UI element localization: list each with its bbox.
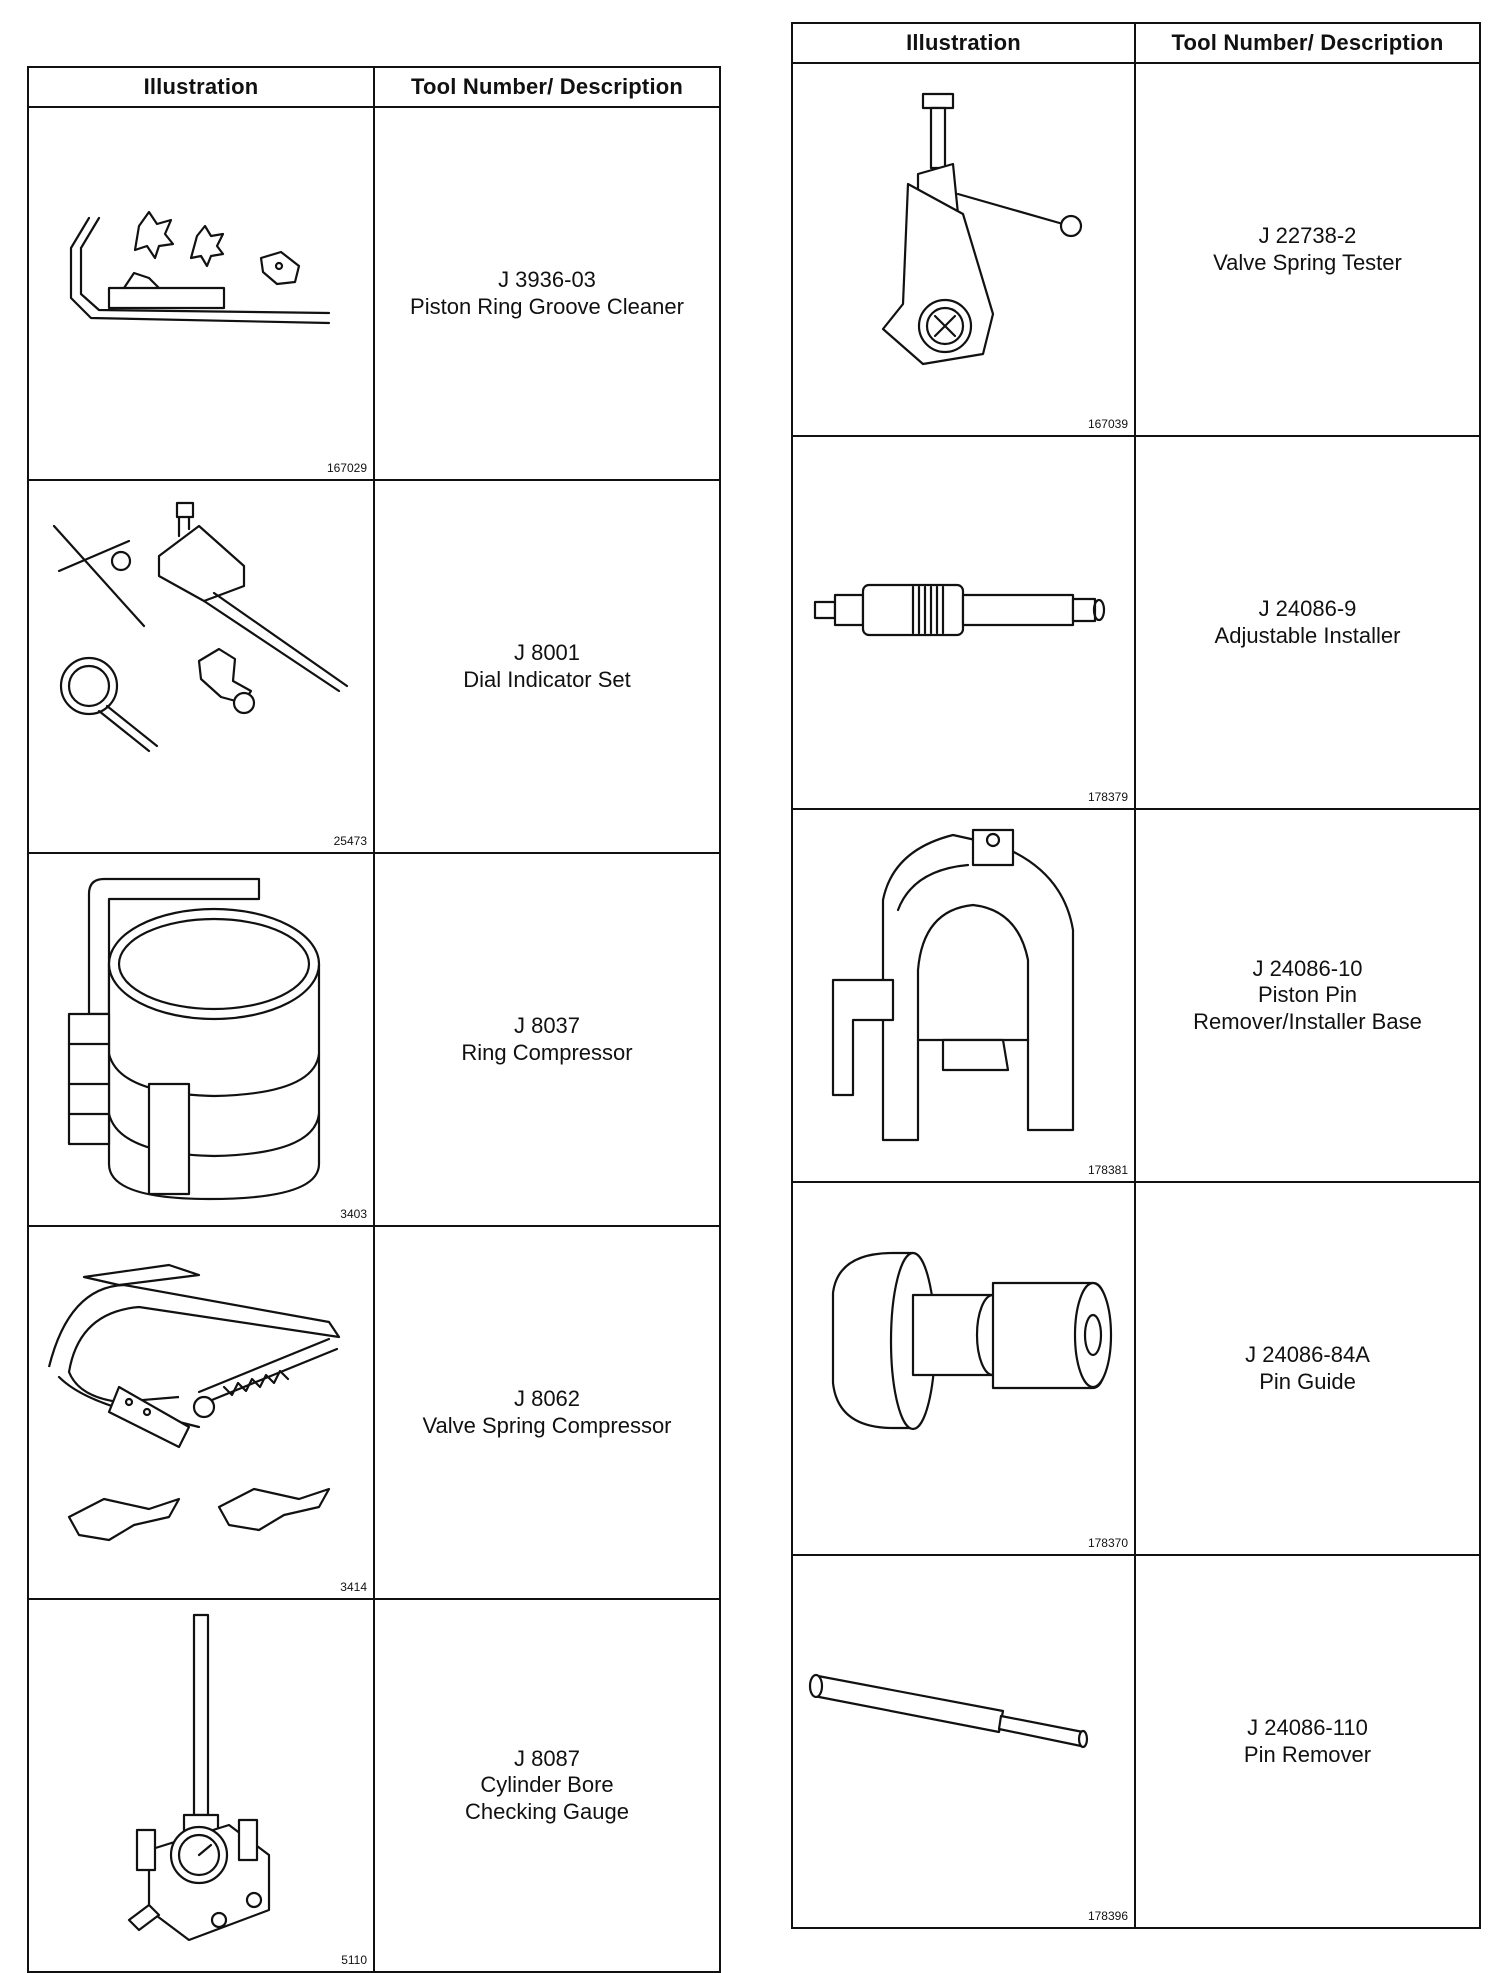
figure-number: 25473 <box>333 834 367 848</box>
table-header-row: Illustration Tool Number/ Description <box>27 66 721 108</box>
table-row: 167039 J 22738-2 Valve Spring Tester <box>791 62 1481 437</box>
tool-description-cell: J 8087 Cylinder Bore Checking Gauge <box>373 1598 721 1973</box>
table-row: 167029 J 3936-03 Piston Ring Groove Clea… <box>27 106 721 481</box>
groove-cleaner-illustration <box>69 210 331 325</box>
tool-description: Dial Indicator Set <box>463 666 631 692</box>
figure-number: 178370 <box>1087 1536 1128 1550</box>
tool-description-line2: Checking Gauge <box>465 1798 629 1824</box>
valve-spring-compressor-illustration <box>47 1263 341 1542</box>
valve-spring-tester-illustration <box>881 92 1083 366</box>
tool-number: J 24086-84A <box>1245 1342 1370 1368</box>
tool-description-cell: J 3936-03 Piston Ring Groove Cleaner <box>373 106 721 481</box>
table-row: 3414 J 8062 Valve Spring Compressor <box>27 1225 721 1600</box>
pin-remover-illustration <box>808 1673 1089 1749</box>
tool-description-cell: J 24086-84A Pin Guide <box>1134 1181 1481 1556</box>
figure-number: 3403 <box>340 1207 367 1221</box>
figure-number: 167029 <box>326 461 367 475</box>
tool-description: Pin Guide <box>1259 1368 1356 1394</box>
figure-number: 3414 <box>340 1580 367 1594</box>
figure-number: 5110 <box>341 1953 367 1967</box>
illustration-header: Illustration <box>791 22 1136 64</box>
figure-number: 178396 <box>1087 1909 1128 1923</box>
tool-description-cell: J 24086-110 Pin Remover <box>1134 1554 1481 1929</box>
tool-description-cell: J 24086-9 Adjustable Installer <box>1134 435 1481 810</box>
tool-number: J 3936-03 <box>498 267 596 293</box>
illustration-cell: 178379 <box>791 435 1136 810</box>
cylinder-bore-gauge-illustration <box>127 1613 271 1942</box>
tool-description: Cylinder Bore <box>480 1772 614 1798</box>
illustration-cell: 178396 <box>791 1554 1136 1929</box>
tool-description-cell: J 8062 Valve Spring Compressor <box>373 1225 721 1600</box>
table-row: 178396 J 24086-110 Pin Remover <box>791 1554 1481 1929</box>
description-header: Tool Number/ Description <box>373 66 721 108</box>
tool-number: J 8062 <box>513 1386 581 1412</box>
pin-guide-illustration <box>831 1251 1113 1431</box>
table-row: 178370 J 24086-84A Pin Guide <box>791 1181 1481 1556</box>
illustration-cell: 167029 <box>27 106 375 481</box>
illustration-cell: 25473 <box>27 479 375 854</box>
table-row: 5110 J 8087 Cylinder Bore Checking Gauge <box>27 1598 721 1973</box>
tool-description: Adjustable Installer <box>1214 622 1401 648</box>
tool-description-cell: J 24086-10 Piston Pin Remover/Installer … <box>1134 808 1481 1183</box>
table-row: 25473 J 8001 Dial Indicator Set <box>27 479 721 854</box>
right-tool-table: Illustration Tool Number/ Description 16… <box>791 22 1481 1929</box>
tool-description: Valve Spring Compressor <box>422 1412 672 1438</box>
ring-compressor-illustration <box>67 877 321 1201</box>
tool-number: J 24086-9 <box>1258 596 1357 622</box>
illustration-cell: 3414 <box>27 1225 375 1600</box>
tool-number: J 24086-10 <box>1252 955 1363 981</box>
figure-number: 167039 <box>1087 417 1128 431</box>
tool-number: J 24086-110 <box>1247 1715 1368 1741</box>
piston-pin-base-illustration <box>831 828 1075 1142</box>
tool-number: J 8037 <box>513 1013 581 1039</box>
tool-number: J 8001 <box>513 640 581 666</box>
tool-description: Piston Ring Groove Cleaner <box>410 293 684 319</box>
tool-description-cell: J 22738-2 Valve Spring Tester <box>1134 62 1481 437</box>
tool-number: J 22738-2 <box>1258 223 1357 249</box>
figure-number: 178379 <box>1087 790 1128 804</box>
tool-description-cell: J 8037 Ring Compressor <box>373 852 721 1227</box>
table-row: 178379 J 24086-9 Adjustable Installer <box>791 435 1481 810</box>
illustration-cell: 167039 <box>791 62 1136 437</box>
tool-number: J 8087 <box>513 1745 581 1771</box>
table-row: 3403 J 8037 Ring Compressor <box>27 852 721 1227</box>
tool-description: Pin Remover <box>1243 1741 1372 1767</box>
left-tool-table: Illustration Tool Number/ Description 16… <box>27 66 721 1973</box>
description-header: Tool Number/ Description <box>1134 22 1481 64</box>
tool-description-line2: Remover/Installer Base <box>1193 1008 1422 1034</box>
tool-description: Piston Pin <box>1257 982 1358 1008</box>
illustration-cell: 3403 <box>27 852 375 1227</box>
table-header-row: Illustration Tool Number/ Description <box>791 22 1481 64</box>
tool-description-cell: J 8001 Dial Indicator Set <box>373 479 721 854</box>
tool-description: Valve Spring Tester <box>1213 249 1402 275</box>
illustration-cell: 178370 <box>791 1181 1136 1556</box>
dial-indicator-set-illustration <box>52 501 349 753</box>
figure-number: 178381 <box>1087 1163 1128 1177</box>
illustration-cell: 5110 <box>27 1598 375 1973</box>
adjustable-installer-illustration <box>813 583 1106 637</box>
illustration-header: Illustration <box>27 66 375 108</box>
tool-description: Ring Compressor <box>461 1039 633 1065</box>
illustration-cell: 178381 <box>791 808 1136 1183</box>
table-row: 178381 J 24086-10 Piston Pin Remover/Ins… <box>791 808 1481 1183</box>
